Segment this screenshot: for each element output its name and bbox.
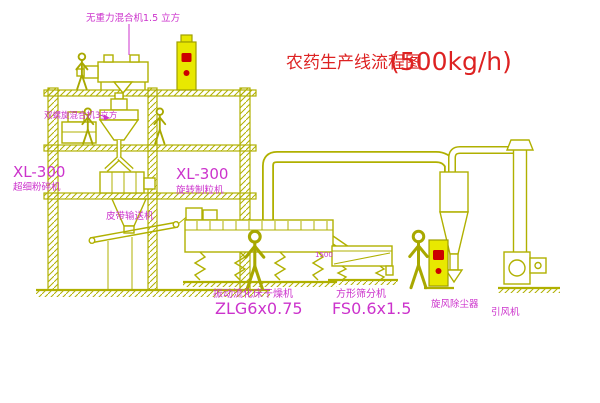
- fan-base-hatch: [498, 288, 560, 293]
- person-ground-right: [408, 229, 429, 290]
- diagram-title-capacity: (500kg/h): [390, 47, 512, 76]
- gravity-mixer-body: [97, 61, 149, 83]
- conveyor-roller-right: [172, 220, 180, 228]
- cyclone-label: 旋风除尘器: [431, 298, 479, 310]
- dryer-feed-hood: [185, 207, 203, 221]
- fan-label: 引风机: [491, 306, 520, 318]
- fluid-bed-dryer: [183, 207, 350, 287]
- granulator-motor: [143, 177, 156, 190]
- dryer-name-label: 振动流化床干燥机: [213, 287, 293, 300]
- ground-hatch: [36, 290, 270, 297]
- bucket-elevator-cap: [180, 34, 193, 43]
- gravity-mixer-inlet-2: [129, 54, 140, 63]
- granulator: [99, 140, 156, 194]
- control-cabinet-red-dot: [435, 268, 442, 274]
- gravity-mixer-motor-cap: [76, 68, 85, 77]
- fan-motor-shaft: [534, 261, 542, 270]
- screw-mixer-motor-cap: [114, 92, 124, 100]
- gravity-mixer-label: 无重力混合机1.5 立方: [86, 12, 180, 24]
- screw-mixer-label: 双螺旋混合机3立方: [44, 110, 117, 121]
- cyclone-drop-pipe: [449, 253, 459, 271]
- dryer-vent-hood: [202, 209, 218, 221]
- bucket-elevator-red-dot: [183, 70, 190, 76]
- screw-mixer-cone: [98, 119, 140, 141]
- screw-mixer: [98, 92, 140, 141]
- gravity-mixer-outlet-cone: [112, 81, 134, 95]
- diagram-title: 农药生产线流程图: [286, 53, 422, 73]
- belt-conveyor-label: 皮带输送机: [106, 210, 154, 222]
- sieve-base-hatch: [328, 280, 398, 285]
- granulator-model-label: XL-300: [176, 165, 228, 183]
- dimension-1500-label: 1500: [315, 251, 333, 259]
- floor-slab-third: [43, 192, 257, 200]
- floor-slab-second: [43, 144, 257, 152]
- screw-mixer-arrowhead: [104, 114, 110, 121]
- control-cabinet-body: [428, 239, 449, 287]
- cyclone-separator: [439, 171, 469, 284]
- gravity-mixer: [76, 54, 149, 99]
- gravity-mixer-inlet-1: [103, 54, 114, 63]
- cyclone-cylinder: [439, 171, 469, 213]
- control-cabinet-red-panel: [433, 250, 444, 260]
- sieve-name-label: 方形筛分机: [336, 287, 386, 300]
- mill-name-label: 超细粉碎机: [13, 181, 61, 193]
- cyclone-outlet-duct-inner: [449, 147, 514, 176]
- dryer-exhaust-duct-inner: [263, 152, 455, 221]
- granulator-feed-pipe-right-inner: [118, 157, 133, 171]
- stack-rain-cap: [505, 139, 535, 151]
- bucket-elevator-body: [176, 41, 197, 91]
- dryer-model-label: ZLG6x0.75: [215, 299, 303, 318]
- conveyor-belt-top: [89, 221, 179, 239]
- exhaust-ductwork: [262, 139, 535, 252]
- control-cabinet: [424, 239, 454, 290]
- induced-draft-fan: [498, 251, 560, 293]
- screw-mixer-motor: [110, 98, 128, 111]
- sieve-screen-line: [333, 252, 391, 265]
- dryer-flange-ticks: [196, 221, 328, 230]
- conveyor-belt-bottom: [89, 226, 179, 244]
- sieve-outlet: [385, 265, 394, 276]
- sieve-model-label: FS0.6x1.5: [332, 299, 411, 318]
- cyclone-discharge-flap: [444, 269, 464, 284]
- floor-slab-top: [43, 89, 257, 97]
- fan-impeller: [508, 259, 526, 277]
- dryer-exhaust-duct: [262, 151, 456, 221]
- mill-model-label: XL-300: [13, 163, 65, 181]
- belt-conveyor: [88, 213, 191, 290]
- granulator-body: [99, 171, 145, 194]
- labels: 无重力混合机1.5 立方 双螺旋混合机3立方 XL-300 超细粉碎机 XL-3…: [13, 12, 520, 318]
- dryer-springs: [193, 251, 325, 281]
- dryer-discharge-chute-1: [332, 235, 350, 248]
- bucket-elevator: [176, 34, 197, 91]
- conveyor-roller-left: [88, 236, 96, 244]
- granulator-name-label: 旋转制粒机: [176, 184, 224, 196]
- bucket-elevator-red-panel: [181, 53, 192, 62]
- square-sieve: [328, 245, 398, 285]
- sieve-springs: [336, 265, 386, 281]
